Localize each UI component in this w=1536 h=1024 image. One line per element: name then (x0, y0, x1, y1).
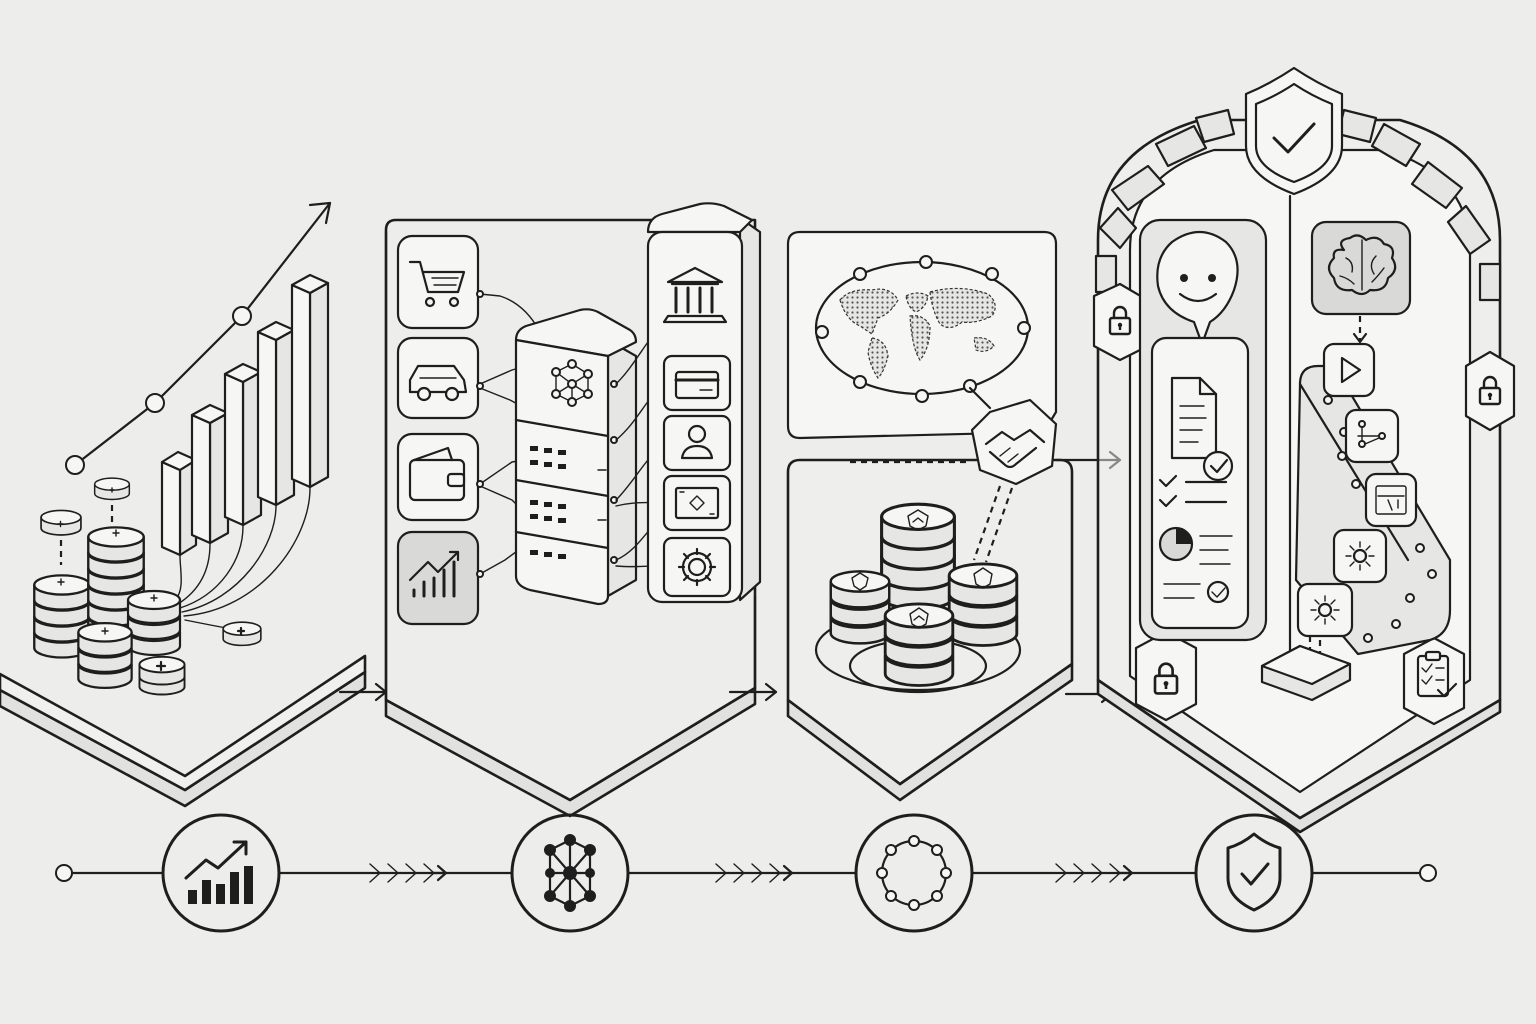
clipboard-check-icon (1402, 636, 1466, 726)
endpoint-dot-icon (1419, 864, 1437, 882)
document-icon (1150, 336, 1250, 630)
padlock-icon (1464, 350, 1516, 432)
stage-global (786, 230, 1122, 802)
trend-arrow-icon (65, 201, 332, 475)
chevron-arrows-icon (369, 863, 448, 883)
ring-network-icon (854, 813, 974, 933)
chevron-arrows-icon (1055, 863, 1134, 883)
workflow-icon (1344, 408, 1400, 464)
gear-icon (1332, 528, 1388, 584)
padlock-icon (1092, 282, 1146, 362)
stage-security (1092, 66, 1516, 834)
image-frame-icon (662, 474, 732, 532)
bar-chart-icon (160, 273, 330, 557)
stage-growth (0, 201, 367, 808)
bank-icon (662, 266, 728, 324)
handshake-icon (970, 398, 1058, 486)
flow-arrow-2 (728, 682, 778, 702)
network-node-icon (510, 813, 630, 933)
chevron-arrows-icon (715, 863, 794, 883)
base-block (1260, 644, 1352, 702)
wallet-icon (396, 432, 480, 522)
endpoint-dot-icon (55, 864, 73, 882)
car-icon (396, 336, 480, 420)
analytics-chart-icon (396, 530, 480, 626)
brain-icon (1310, 220, 1412, 316)
coin-stack-icon (814, 502, 1022, 694)
image-frame-icon (1364, 472, 1418, 528)
user-profile-icon (662, 414, 732, 472)
gear-icon (1296, 582, 1354, 638)
credit-card-icon (662, 354, 732, 412)
shopping-cart-icon (396, 234, 480, 330)
world-map-icon (814, 255, 1031, 410)
growth-chart-icon (161, 813, 281, 933)
padlock-icon (1134, 630, 1198, 722)
server-rack-icon (514, 308, 638, 606)
stage-integration (384, 202, 762, 818)
network-node-icon (551, 359, 593, 407)
play-icon (1322, 342, 1376, 398)
shield-check-icon (1194, 813, 1314, 933)
timeline (55, 813, 1437, 933)
gear-icon (662, 536, 732, 598)
shield-check-icon (1244, 66, 1344, 196)
coin-stack-icon (33, 477, 262, 696)
